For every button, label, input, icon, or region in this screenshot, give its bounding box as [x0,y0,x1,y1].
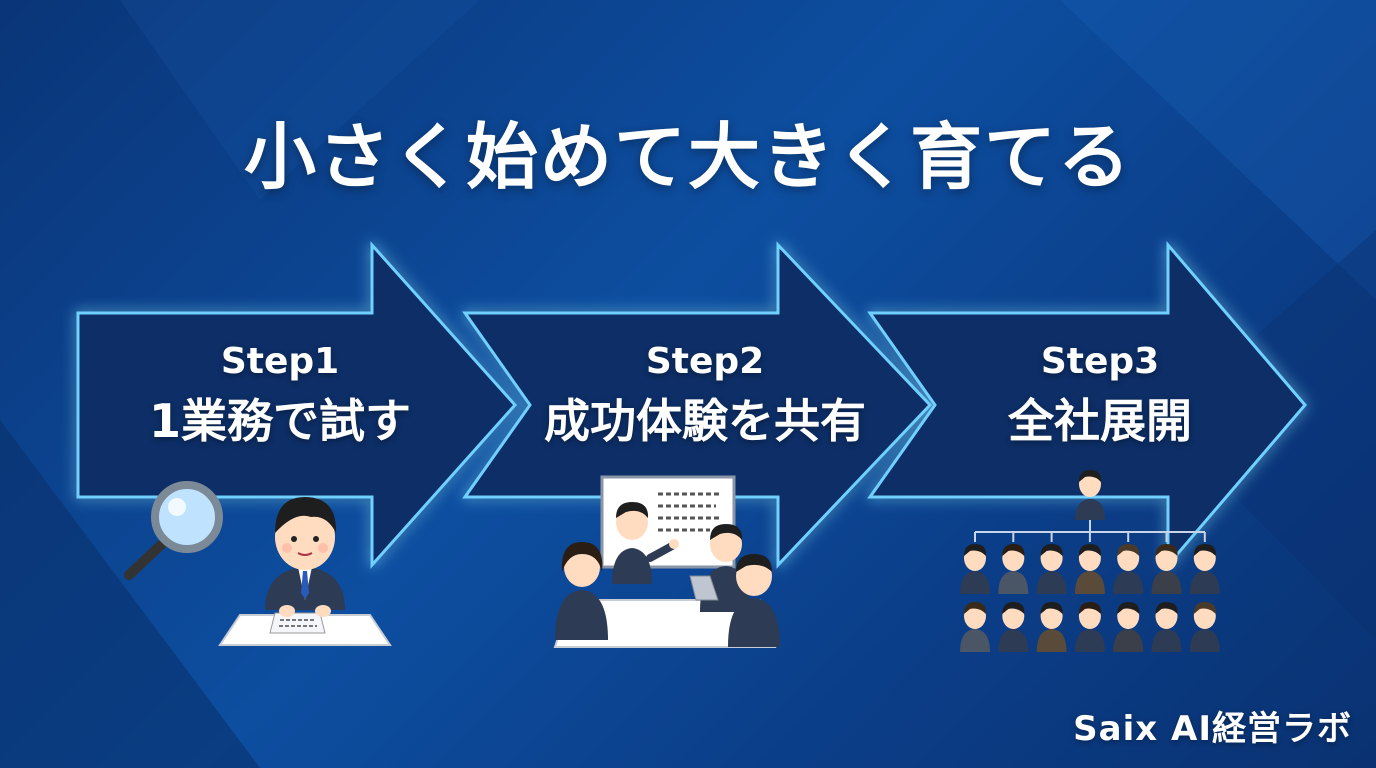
employee-figure [1036,544,1067,594]
employee-figure [1074,602,1105,652]
step2-text: Step2 成功体験を共有 [520,340,890,450]
employee-figure [1189,602,1220,652]
step1-number: Step1 [220,341,340,382]
step2-number: Step2 [645,341,765,382]
step2-label: 成功体験を共有 [544,394,866,448]
employee-figure [998,602,1029,652]
step3-text: Step3 全社展開 [940,340,1260,450]
brand-logo-text: Saix AI経営ラボ [1073,709,1352,749]
step1-label: 1業務で試す [148,394,411,448]
org-chart-people-icon [960,470,1220,652]
employee-figure [998,544,1029,594]
employee-figure [1113,544,1144,594]
step1-text: Step1 1業務で試す [100,340,460,450]
step3-label: 全社展開 [1008,394,1192,448]
step3-number: Step3 [1040,341,1160,382]
employee-figure [1151,602,1182,652]
team-meeting-whiteboard-icon [553,475,780,648]
employee-figure [960,602,990,652]
employee-figure [1113,602,1144,652]
employee-figure [1151,544,1182,594]
person-with-magnifier-icon [124,481,392,646]
page-title: 小さく始めて大きく育てる [243,115,1132,199]
employee-figure [960,544,990,594]
employee-figure [1036,602,1067,652]
leader-figure [1075,470,1105,520]
arrow-step2 [462,241,933,569]
magnifier-icon [124,481,223,580]
employee-figure [1074,544,1105,594]
employee-figure [1189,544,1220,594]
